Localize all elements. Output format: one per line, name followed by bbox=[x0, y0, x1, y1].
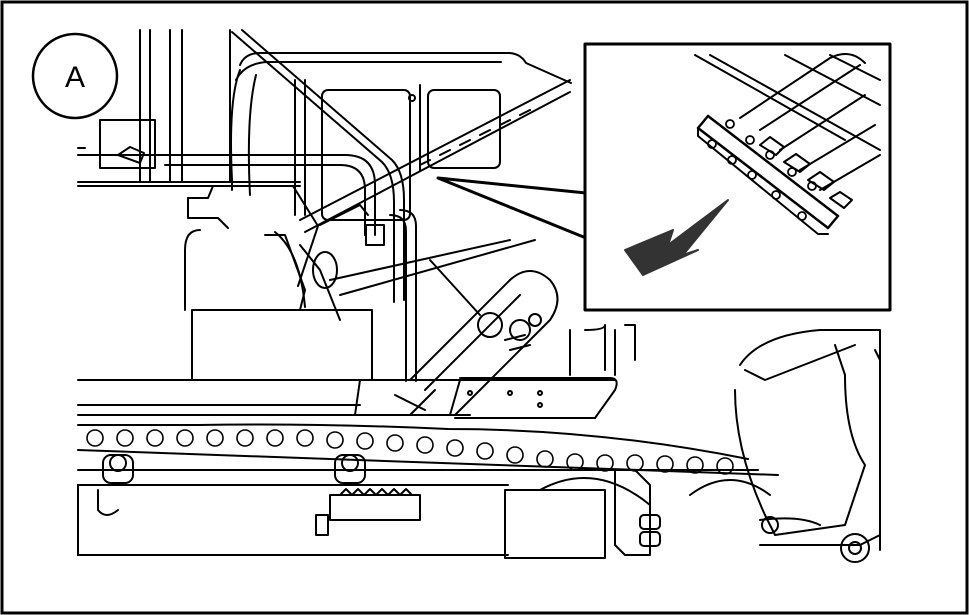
callout-detail bbox=[436, 42, 892, 312]
figure-label-circle bbox=[31, 32, 119, 120]
figure-label: A bbox=[31, 32, 119, 120]
bucket bbox=[734, 329, 881, 563]
pointer-arrow-icon bbox=[624, 199, 729, 276]
figure-label-text: A bbox=[65, 61, 85, 94]
machine-body bbox=[77, 29, 636, 419]
track-undercarriage bbox=[77, 423, 779, 559]
